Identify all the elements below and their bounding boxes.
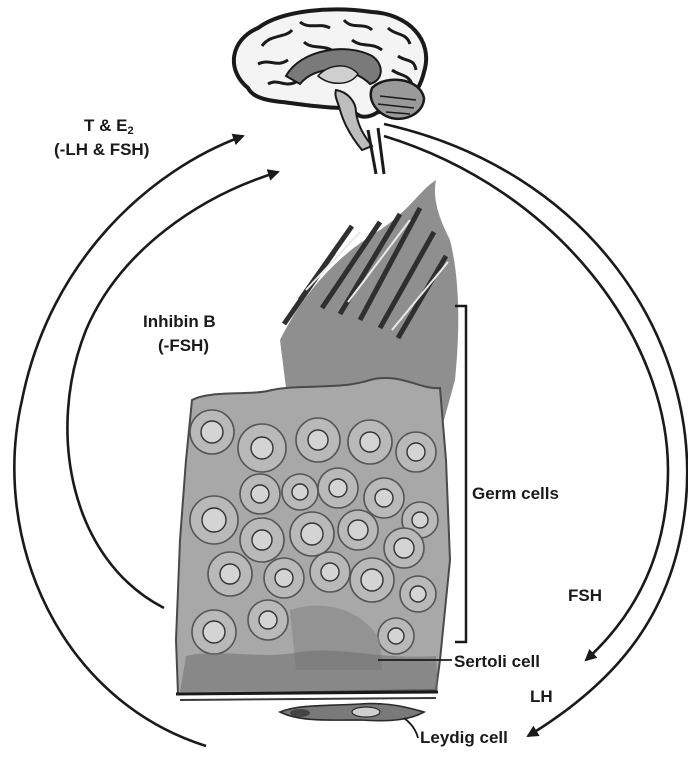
t-e2-label-subscript: 2 bbox=[127, 125, 133, 137]
t-e2-effect-label: (-LH & FSH) bbox=[54, 140, 149, 160]
seminiferous-tubule-micrograph bbox=[176, 180, 458, 721]
brain-illustration bbox=[234, 9, 426, 174]
germ-cells-label: Germ cells bbox=[472, 484, 559, 504]
leydig-pointer-line bbox=[404, 718, 418, 738]
t-e2-label-base: T & E bbox=[84, 116, 127, 135]
t-e2-label: T & E2 bbox=[84, 116, 134, 141]
inhibin-label: Inhibin B bbox=[143, 312, 216, 332]
inhibin-effect-label: (-FSH) bbox=[158, 336, 209, 356]
sertoli-cell-label: Sertoli cell bbox=[454, 652, 540, 672]
lh-label: LH bbox=[530, 687, 553, 707]
leydig-cell-label: Leydig cell bbox=[420, 728, 508, 748]
fsh-label: FSH bbox=[568, 586, 602, 606]
